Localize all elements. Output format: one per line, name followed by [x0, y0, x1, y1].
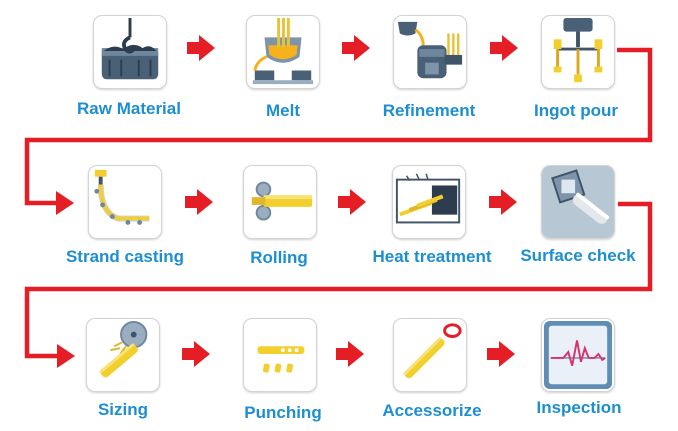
step-label-strand-casting: Strand casting — [65, 247, 185, 266]
step-label-punching: Punching — [244, 403, 322, 422]
return-arrowhead-row2 — [56, 191, 74, 215]
refining-vessel-icon — [393, 15, 467, 89]
step-label-sizing: Sizing — [97, 400, 149, 419]
step-label-rolling: Rolling — [250, 248, 308, 267]
furnace-icon — [246, 15, 320, 89]
monitor-waveform-icon — [541, 318, 615, 392]
arrow-accessorize-to-inspection — [487, 341, 515, 367]
ladle-bucket-icon — [93, 15, 167, 89]
pin-with-ring-icon — [393, 318, 467, 392]
step-label-melt: Melt — [266, 101, 300, 120]
arrow-heat-to-surface — [489, 189, 517, 215]
step-label-ingot-pour: Ingot pour — [533, 101, 619, 120]
arrow-raw-to-melt — [187, 35, 215, 61]
surface-inspection-icon — [541, 165, 615, 239]
step-label-surface-check: Surface check — [520, 246, 636, 265]
arrow-strand-to-rolling — [185, 189, 213, 215]
sizing-saw-icon — [86, 318, 160, 392]
return-arrowhead-row3 — [57, 344, 75, 368]
heat-furnace-icon — [392, 165, 466, 239]
rolling-mill-icon — [243, 165, 317, 239]
step-label-raw-material: Raw Material — [77, 99, 181, 118]
arrow-refinement-to-ingot — [490, 35, 518, 61]
step-label-accessorize: Accessorize — [382, 401, 482, 420]
step-label-inspection: Inspection — [536, 398, 622, 417]
step-label-heat-treatment: Heat treatment — [372, 247, 492, 266]
punched-pin-icon — [243, 318, 317, 392]
arrow-punching-to-accessorize — [336, 341, 364, 367]
ingot-mold-icon — [541, 15, 615, 89]
step-label-refinement: Refinement — [382, 101, 476, 120]
arrow-rolling-to-heat — [338, 189, 366, 215]
arrow-melt-to-refinement — [342, 35, 370, 61]
strand-caster-icon — [88, 165, 162, 239]
arrow-sizing-to-punching — [182, 341, 210, 367]
